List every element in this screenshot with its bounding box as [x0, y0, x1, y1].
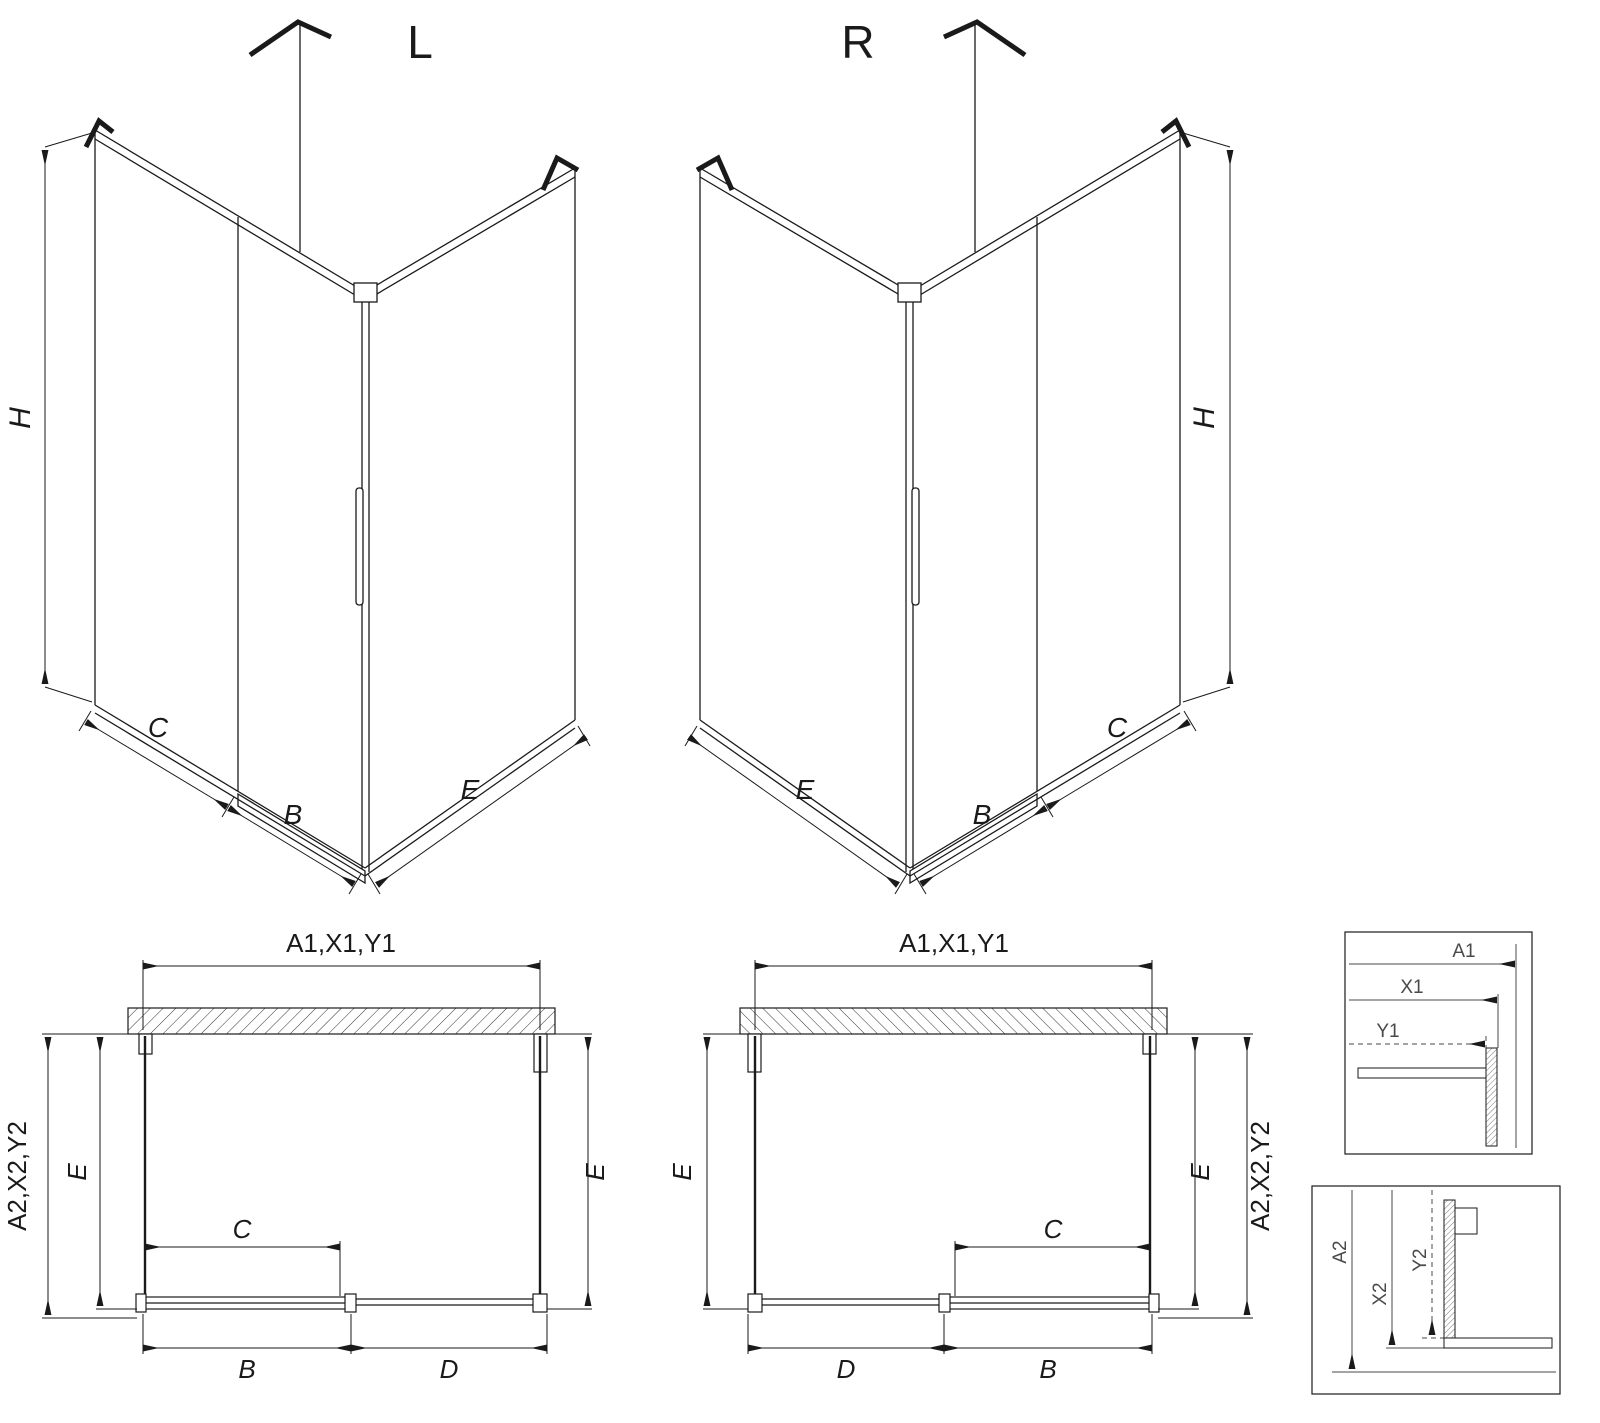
plan-view-left: A1,X1,Y1 A2,X2,Y2 E E C B D: [2, 928, 610, 1384]
iso-right-variant-label: R: [841, 16, 874, 68]
plan-view-right: A1,X1,Y1 A2,X2,Y2 E E C B D: [667, 928, 1275, 1384]
detail-bottom-profile: [1443, 1199, 1553, 1349]
plan-left-dim-width-label: A1,X1,Y1: [286, 928, 396, 958]
detail-bottom-dim-a2-label: A2: [1330, 1240, 1351, 1263]
iso-left-dim-side-label: C: [148, 712, 169, 743]
plan-left-dim-depth-outer-label: A2,X2,Y2: [2, 1121, 32, 1231]
plan-left-dim-opening-label: C: [233, 1214, 252, 1244]
detail-bottom-frame: [1311, 1185, 1561, 1395]
plan-left-drawing: [42, 960, 592, 1354]
iso-view-left: L H C B E: [4, 16, 590, 894]
iso-left-variant-label: L: [407, 16, 433, 68]
plan-right-dim-depth-left-label: E: [667, 1163, 697, 1181]
plan-right-dim-fixed-label: D: [837, 1354, 856, 1384]
iso-right-enclosure-drawing: [685, 22, 1230, 894]
plan-right-dim-width-label: A1,X1,Y1: [899, 928, 1009, 958]
plan-right-dim-depth-outer-label: A2,X2,Y2: [1245, 1121, 1275, 1231]
plan-right-dim-depth-right-label: E: [1185, 1163, 1215, 1181]
iso-right-dim-height-label: H: [1188, 407, 1221, 429]
plan-right-drawing: [703, 960, 1253, 1354]
plan-left-dim-door-label: B: [238, 1354, 255, 1384]
detail-top-frame: [1344, 931, 1533, 1155]
detail-view-bottom: A2 X2 Y2: [1311, 1185, 1561, 1395]
iso-view-right: R H C B E: [685, 16, 1230, 894]
iso-left-dim-return-label: E: [461, 774, 480, 805]
detail-top-dimension-lines: [1349, 944, 1517, 1148]
detail-bottom-dim-y2-label: Y2: [1410, 1248, 1431, 1271]
iso-left-enclosure-drawing: [45, 22, 590, 894]
iso-left-dim-height-label: H: [4, 407, 37, 429]
plan-left-dim-depth-left-label: E: [62, 1163, 92, 1181]
plan-left-dim-depth-right-label: E: [580, 1163, 610, 1181]
iso-right-dim-side-label: C: [1107, 712, 1128, 743]
plan-left-dim-fixed-label: D: [440, 1354, 459, 1384]
detail-top-profile: [1357, 1047, 1498, 1147]
plan-right-dim-door-label: B: [1039, 1354, 1056, 1384]
detail-top-dim-x1-label: X1: [1400, 977, 1423, 998]
detail-bottom-dimension-lines: [1332, 1190, 1556, 1373]
plan-right-dim-opening-label: C: [1044, 1214, 1063, 1244]
detail-view-top: A1 X1 Y1: [1344, 931, 1533, 1155]
detail-top-dim-a1-label: A1: [1452, 941, 1475, 962]
detail-top-dim-y1-label: Y1: [1376, 1021, 1399, 1042]
iso-left-dim-door-label: B: [284, 799, 303, 830]
detail-bottom-dim-x2-label: X2: [1370, 1282, 1391, 1305]
iso-right-dim-door-label: B: [973, 799, 992, 830]
iso-right-dim-return-label: E: [796, 774, 815, 805]
